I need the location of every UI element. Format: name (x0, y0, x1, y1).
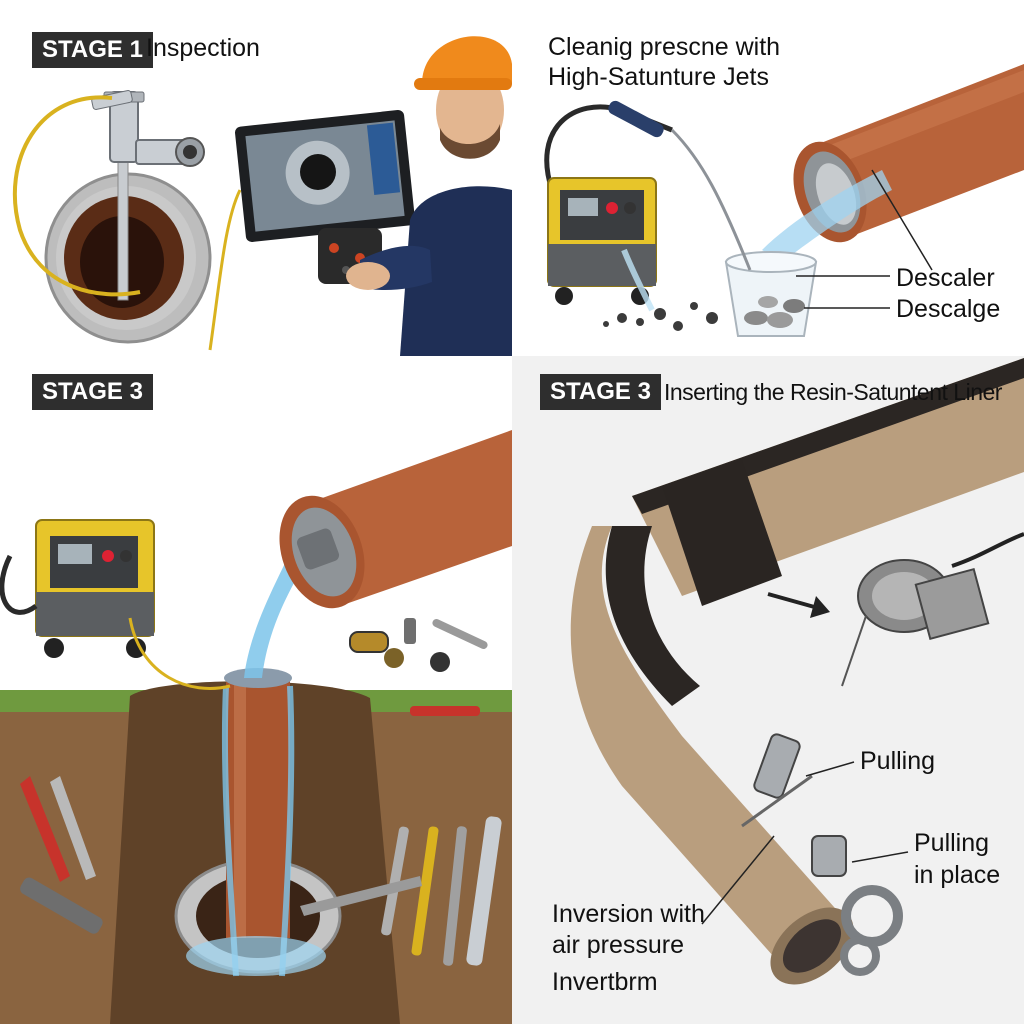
liner-illustration (570, 358, 1024, 985)
label-descalge: Descalge (896, 295, 1001, 323)
label-pulling: Pulling (860, 747, 936, 775)
stage1-badge: STAGE 1 (32, 32, 153, 68)
label-descaler: Descaler (896, 264, 995, 292)
monitor-cable (208, 189, 242, 351)
flushing-illustration (0, 430, 512, 1024)
descaler-container (724, 251, 818, 337)
label-pulling-in-place-line2: in place (914, 861, 1001, 889)
probe-rod (117, 149, 129, 301)
stage2-panel: Cleanig prescne with High-Satunture Jets… (512, 0, 1024, 356)
stage2-title-line1: Cleanig prescne with (548, 33, 781, 61)
probe-cable (12, 95, 141, 297)
monitor-icon (234, 110, 416, 242)
stage3b-title: Inserting the Resin-Satuntent Liner (664, 379, 1002, 405)
clamp-icon (741, 733, 903, 976)
inversion-leader-line (701, 835, 775, 925)
tool-icon (20, 706, 502, 966)
fittings (349, 618, 488, 672)
stage3a-panel: STAGE 3 (0, 356, 512, 1024)
debris (603, 302, 718, 331)
hose (128, 617, 231, 690)
pulling-in-place-leader-line (851, 851, 909, 863)
camera-probe-icon (91, 90, 205, 167)
stage3a-badge: STAGE 3 (32, 374, 153, 410)
pulling-leader-line (805, 761, 855, 777)
liner-inner (605, 526, 700, 706)
label-inversion-line1: Inversion with (552, 900, 705, 928)
label-pulling-in-place-line1: Pulling (914, 829, 990, 857)
descaler-leader-line (871, 169, 933, 271)
copper-pipe (279, 430, 512, 609)
label-invert: Invertbrm (552, 968, 658, 996)
hard-hat-icon (414, 36, 512, 90)
liner-pipe-lower (570, 526, 842, 966)
technician (346, 36, 512, 356)
cleaning-illustration (544, 64, 1024, 337)
liner-band (662, 460, 782, 606)
stage1-panel: STAGE 1 Inspection (0, 0, 512, 356)
water-stream (762, 170, 892, 262)
stage1-title: Inspection (146, 34, 260, 62)
stage2-title-line2: High-Satunture Jets (548, 63, 769, 91)
stage3b-badge: STAGE 3 (540, 374, 661, 410)
label-inversion-line2: air pressure (552, 931, 684, 959)
jetting-machine-icon (0, 519, 155, 658)
arrow (767, 592, 819, 610)
stage3b-panel: STAGE 3 Inserting the Resin-Satuntent Li… (512, 356, 1024, 1024)
inspection-illustration (12, 36, 512, 356)
winch-icon (841, 532, 1024, 687)
jet-lance (670, 128, 752, 271)
